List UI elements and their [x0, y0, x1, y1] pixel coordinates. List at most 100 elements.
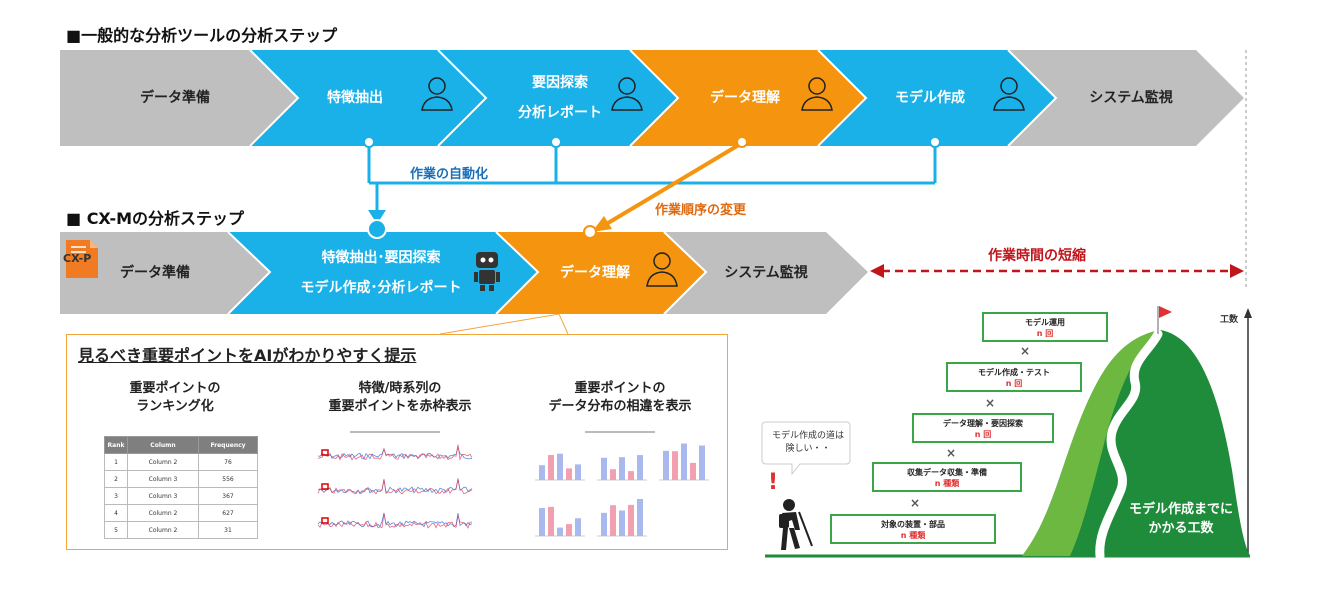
times-symbol: × — [1020, 344, 1031, 358]
cxp-logo-icon — [66, 240, 98, 278]
callout-connector — [439, 313, 569, 335]
ranking-table: Rank Column Frequency 1 Column 2 76 2 Co… — [104, 436, 258, 539]
thumb-bar — [637, 455, 643, 480]
feature-box-title: 見るべき重要ポイントをAIがわかりやすく提示 — [78, 346, 417, 365]
table-cell: 627 — [198, 504, 258, 522]
cxm-step-3-label: データ理解 — [560, 265, 630, 281]
automation-connector — [367, 142, 937, 212]
thumb-series-line — [317, 479, 473, 494]
automation-label: 作業の自動化 — [410, 167, 489, 182]
table-row: 4 Column 2 627 — [104, 504, 258, 522]
table-header: Rank — [104, 436, 128, 454]
order-change-arrow — [601, 141, 744, 228]
highlight-box — [321, 449, 329, 456]
general-step-4-label: データ理解 — [710, 90, 780, 106]
cxm-step-4-shape — [664, 232, 868, 314]
general-step-5-shape — [818, 50, 1056, 146]
mountain-highlight — [1022, 330, 1160, 556]
thumb-bar — [566, 524, 572, 536]
highlight-box — [321, 483, 329, 490]
thumb-bar — [663, 450, 669, 480]
thumb-series-line — [317, 444, 473, 461]
speech-bubble — [761, 421, 851, 476]
general-step-2-label: 特徴抽出 — [327, 90, 383, 106]
thumb-bar — [610, 505, 616, 536]
thumb-bar — [672, 451, 678, 480]
table-row: 5 Column 2 31 — [104, 521, 258, 539]
thumb-series-line — [317, 478, 473, 495]
table-cell: 1 — [104, 453, 128, 471]
thumb-bar — [601, 512, 607, 536]
table-cell: Column 2 — [127, 504, 199, 522]
thumb-series-line — [317, 513, 472, 530]
time-reduction-label: 作業時間の短縮 — [988, 248, 1086, 264]
table-header: Frequency — [198, 436, 258, 454]
highlight-box — [321, 517, 329, 524]
thumb-bar — [681, 443, 687, 480]
thumb-bar — [557, 527, 563, 536]
table-cell: Column 2 — [127, 521, 199, 539]
table-cell: 367 — [198, 487, 258, 505]
general-step-2-shape — [250, 50, 486, 146]
table-cell: Column 2 — [127, 453, 199, 471]
cxp-logo-text: CX-P — [63, 252, 92, 265]
table-row: 1 Column 2 76 — [104, 453, 258, 471]
table-cell: 76 — [198, 453, 258, 471]
thumb-bar — [557, 453, 563, 480]
timeseries-thumbnail — [310, 428, 480, 543]
order-change-arrowhead — [592, 216, 612, 232]
person-icon — [646, 252, 678, 287]
thumb-bar — [575, 464, 581, 480]
thumb-bar — [566, 468, 572, 480]
thumb-bar — [539, 465, 545, 480]
thumb-bar — [610, 469, 616, 480]
thumb-bar — [637, 498, 643, 536]
thumb-bar — [628, 471, 634, 480]
table-cell: Column 3 — [127, 470, 199, 488]
table-cell: 2 — [104, 470, 128, 488]
feature-2-title: 特徴/時系列の重要ポイントを赤枠表示 — [328, 381, 472, 414]
table-cell: 31 — [198, 521, 258, 539]
robot-icon — [474, 252, 500, 291]
automation-arrowhead — [368, 210, 386, 224]
cxm-step-2-label: 特徴抽出･要因探索モデル作成･分析レポート — [300, 250, 462, 296]
thumb-bar — [548, 506, 554, 536]
table-cell: 556 — [198, 470, 258, 488]
thumb-bar — [619, 510, 625, 536]
table-row: 2 Column 3 556 — [104, 470, 258, 488]
person-icon — [421, 77, 1025, 111]
thumb-bar — [575, 518, 581, 536]
cxm-step-1-label: データ準備 — [120, 265, 190, 281]
flag-icon — [1159, 306, 1172, 318]
table-cell: Column 3 — [127, 487, 199, 505]
general-step-3-shape — [438, 50, 678, 146]
general-step-1-label: データ準備 — [140, 90, 210, 106]
table-cell: 4 — [104, 504, 128, 522]
times-symbol: × — [910, 496, 921, 510]
mountain-road — [1095, 329, 1163, 561]
thumb-bar — [628, 504, 634, 536]
general-heading: ■一般的な分析ツールの分析ステップ — [66, 26, 338, 45]
thumb-bar — [619, 457, 625, 480]
thumb-bar — [548, 455, 554, 480]
general-step-3-label: 要因探索分析レポート — [518, 75, 602, 121]
general-step-1-shape — [60, 50, 300, 146]
exclaim-icon: ! — [768, 470, 779, 495]
order-change-label: 作業順序の変更 — [655, 203, 747, 218]
cxm-step-4-label: システム監視 — [724, 265, 808, 281]
general-step-5-label: モデル作成 — [895, 90, 965, 106]
speech-text: モデル作成の道は険しい・・ — [771, 431, 844, 454]
table-header: Column — [127, 436, 199, 454]
times-symbol: × — [985, 396, 996, 410]
distribution-thumbnail — [525, 428, 715, 543]
feature-3-title: 重要ポイントのデータ分布の相違を表示 — [548, 381, 692, 414]
table-cell: 5 — [104, 521, 128, 539]
times-symbol: × — [946, 446, 957, 460]
table-row: 3 Column 3 367 — [104, 487, 258, 505]
thumb-bar — [699, 445, 705, 480]
